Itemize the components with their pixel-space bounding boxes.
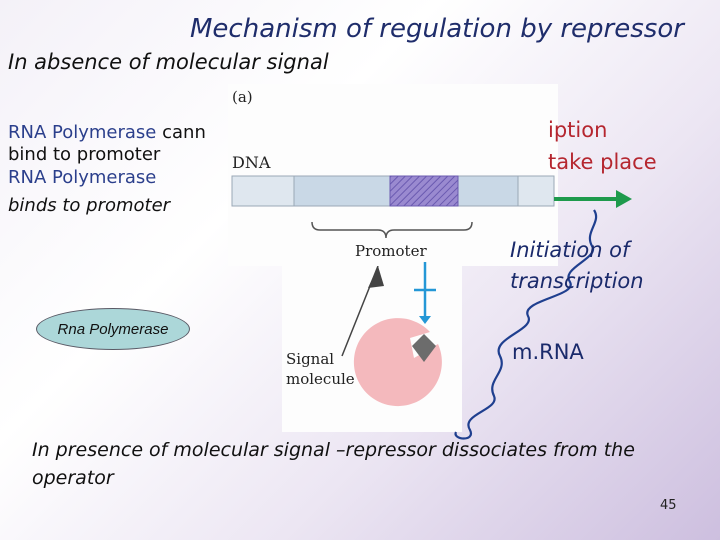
dna-segment-left [231, 175, 295, 207]
dna-label: DNA [232, 153, 271, 172]
blue-down-arrowhead [419, 316, 431, 324]
signal-label-line1: Signal [286, 350, 334, 368]
diagram-panel: (a) DNA Promoter [228, 84, 558, 266]
rna-polymerase-shape-label: Rna Polymerase [57, 320, 169, 338]
rnap-cannot-name: RNA Polymerase [8, 122, 157, 143]
green-arrowhead [616, 190, 632, 208]
promoter-label: Promoter [355, 242, 427, 260]
initiation-line2: transcription [510, 269, 644, 293]
rnap-binds-line2: binds to promoter [8, 195, 171, 216]
slide-subtitle: In absence of molecular signal [8, 50, 329, 74]
rnap-binds-name: RNA Polymerase [8, 167, 157, 188]
page-number: 45 [660, 498, 677, 513]
transcription-fragment-line2: take place [548, 150, 657, 174]
rnap-binds-text: RNA Polymerase binds to promoter [8, 164, 170, 220]
mrna-squiggle [454, 209, 598, 440]
diagram-lower-panel: Signal molecule [282, 265, 462, 432]
pointer-arrowhead [368, 266, 384, 288]
panel-label: (a) [232, 88, 253, 106]
transcription-fragment: iption take place [548, 114, 657, 178]
slide-title: Mechanism of regulation by repressor [190, 14, 684, 44]
presence-text: In presence of molecular signal –repress… [32, 439, 635, 489]
dna-diagram: (a) DNA Promoter [231, 88, 555, 260]
signal-label-line2: molecule [286, 370, 355, 388]
signal-molecule-diamond [412, 334, 436, 362]
signal-diagram: Signal molecule [286, 265, 442, 407]
rna-polymerase-shape: Rna Polymerase [36, 308, 190, 350]
initiation-text: Initiation of transcription [510, 235, 644, 297]
initiation-line1: Initiation of [510, 238, 630, 262]
rnap-cannot-bind-text: RNA Polymerase cann bind to promoter [8, 122, 206, 166]
transcription-fragment-line1: iption [548, 118, 608, 142]
rnap-cannot-line2: bind to promoter [8, 144, 161, 165]
mrna-label: m.RNA [512, 340, 584, 364]
repressor-shape [353, 318, 442, 407]
rnap-cannot-rest: cann [156, 122, 206, 143]
promoter-bracket [311, 221, 473, 239]
operator-region [389, 175, 459, 207]
dna-segment-right [517, 175, 555, 207]
